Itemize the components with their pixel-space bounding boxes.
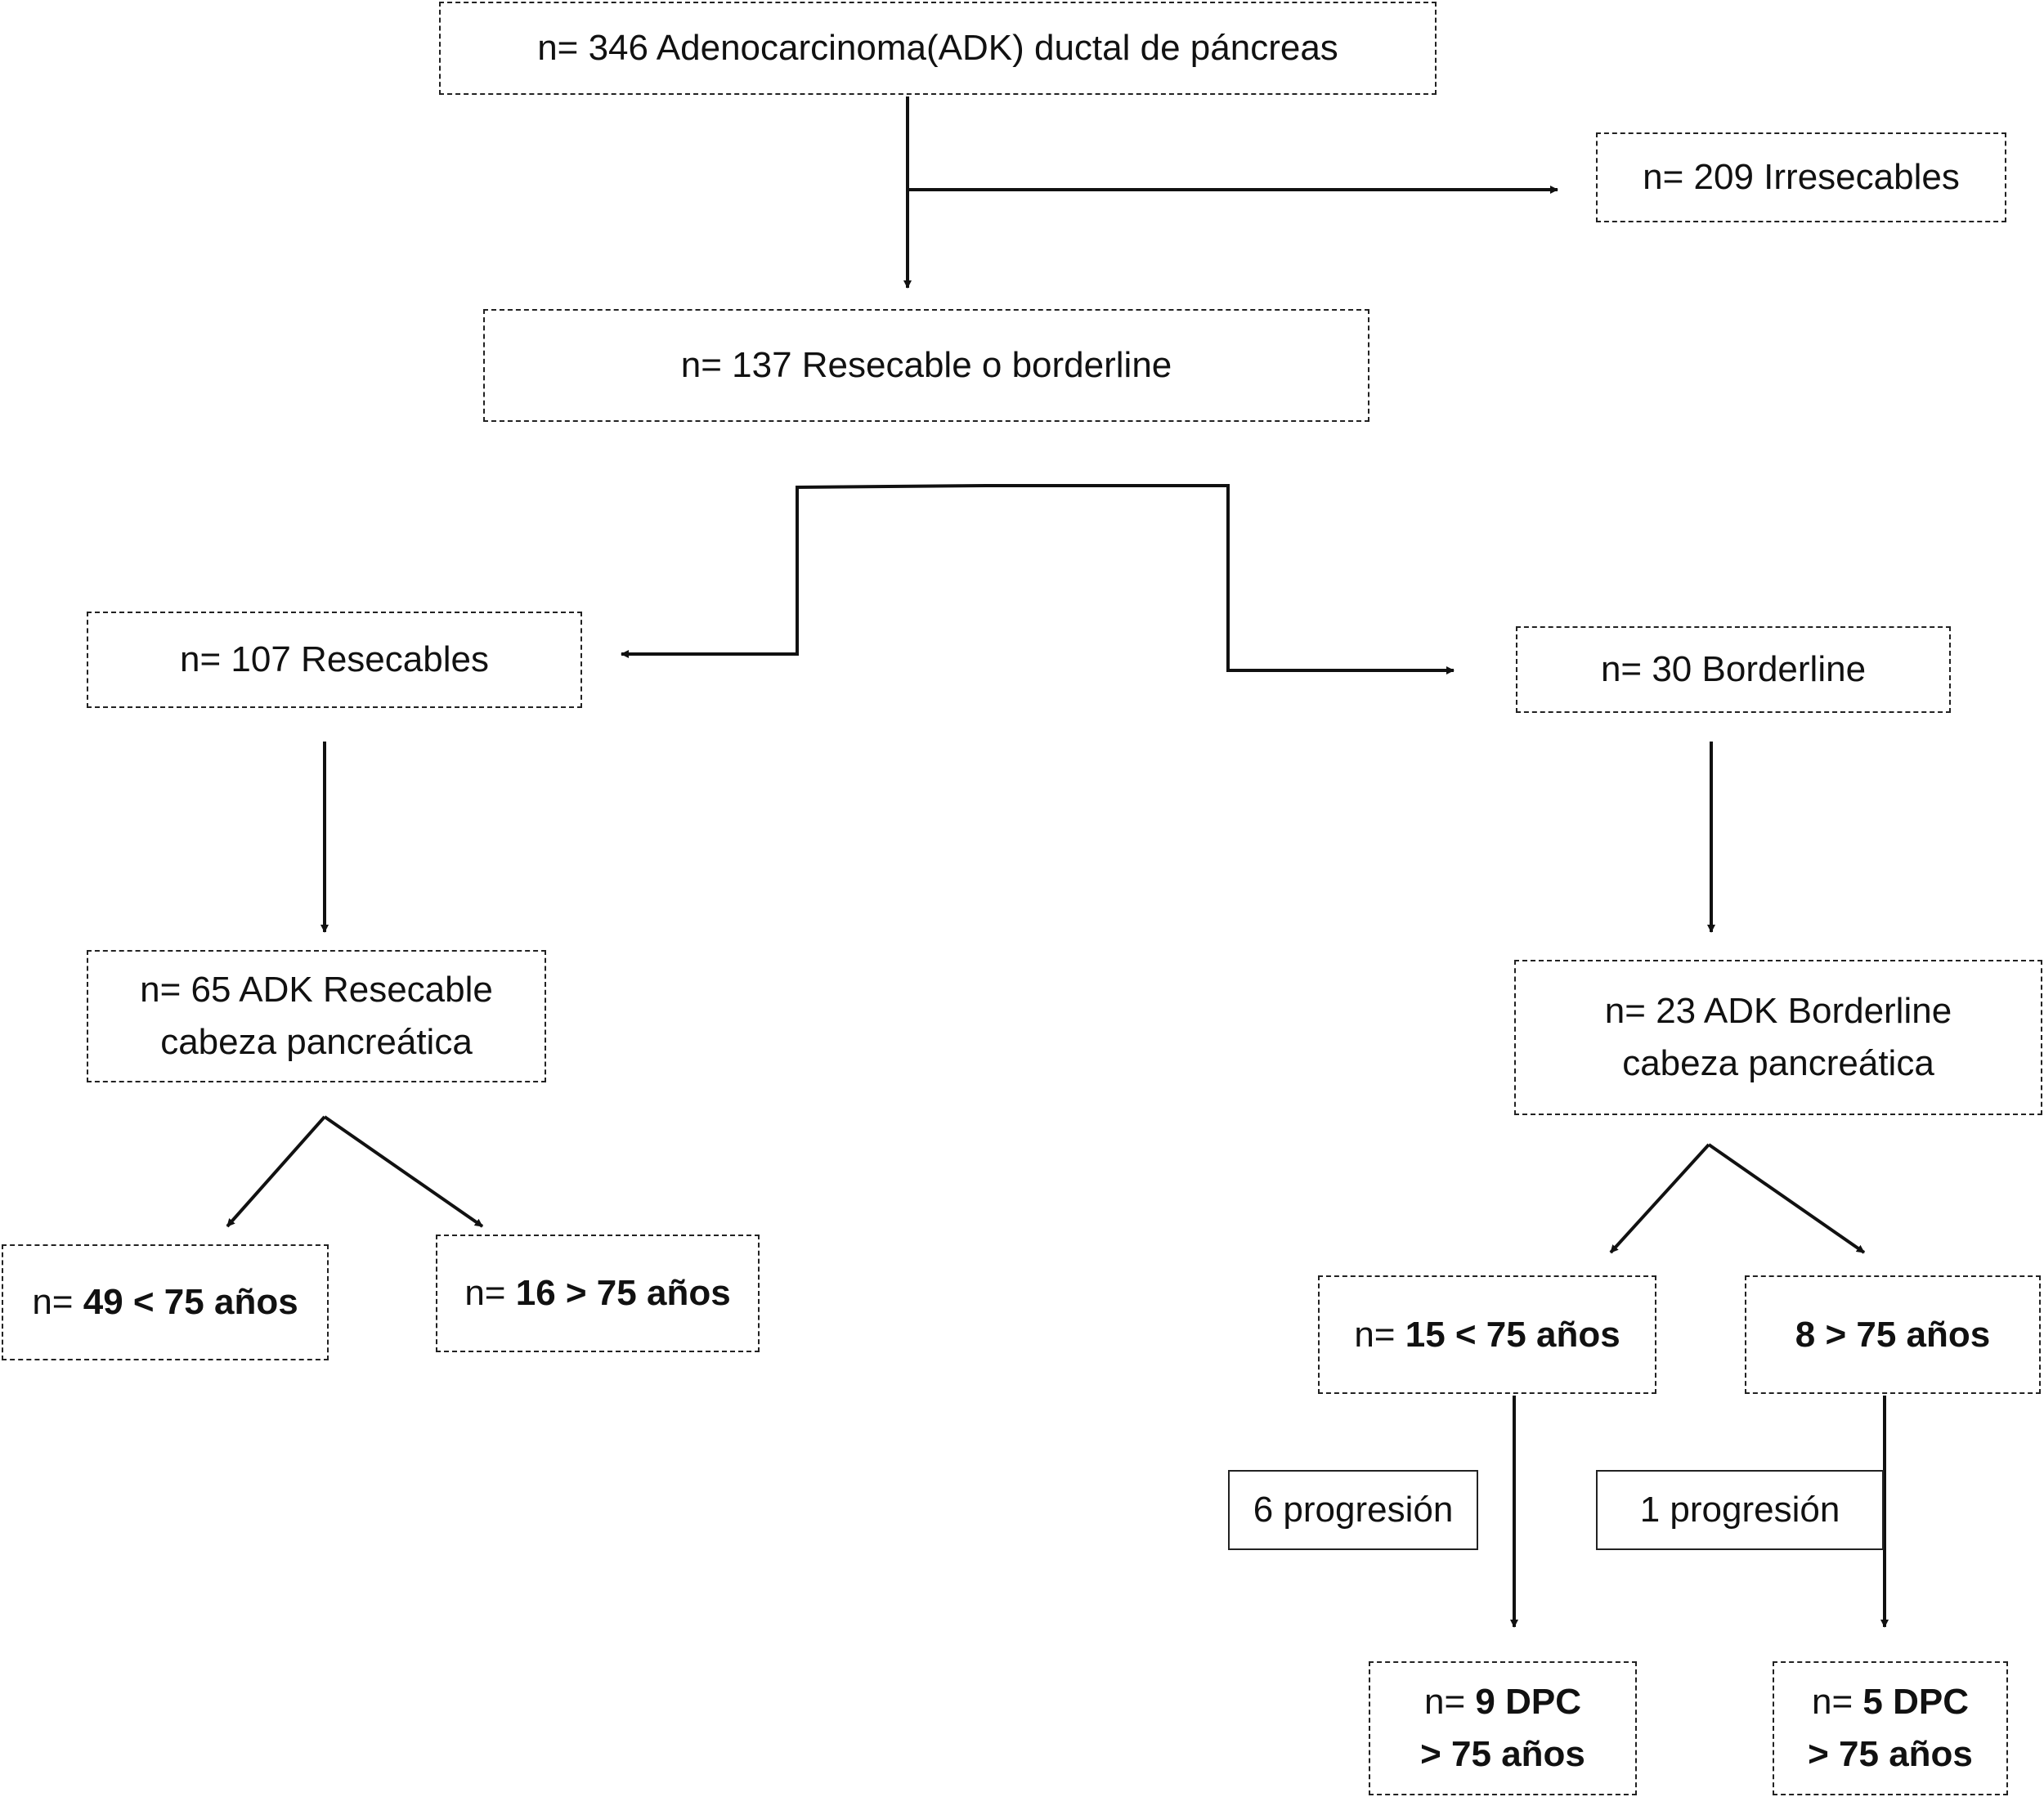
node-borderline: n= 30 Borderline xyxy=(1516,626,1951,713)
node-label-line1: n= 5 DPC xyxy=(1812,1676,1969,1728)
node-label-line2: > 75 años xyxy=(1808,1734,1973,1774)
node-label-bold: 15 < 75 años xyxy=(1405,1314,1620,1355)
node-label: n= 346 Adenocarcinoma(ADK) ductal de pán… xyxy=(537,28,1338,68)
node-label: n= 209 Irresecables xyxy=(1643,157,1960,197)
node-irresecables: n= 209 Irresecables xyxy=(1596,132,2006,222)
node-dpc-5: n= 5 DPC > 75 años xyxy=(1773,1661,2008,1795)
connector-split-right xyxy=(985,484,1455,674)
node-label-prefix: n= xyxy=(32,1282,83,1322)
node-resecable-o-borderline: n= 137 Resecable o borderline xyxy=(483,309,1369,422)
node-label-prefix: n= xyxy=(1354,1314,1405,1355)
note-1-progresion: 1 progresión xyxy=(1596,1470,1884,1550)
node-label-bold: 5 DPC xyxy=(1862,1682,1969,1722)
node-label: n= 137 Resecable o borderline xyxy=(680,345,1172,385)
node-resecables: n= 107 Resecables xyxy=(87,612,582,708)
note-label: 1 progresión xyxy=(1639,1490,1840,1530)
arrow-adk-res-to-under75 xyxy=(226,1115,326,1228)
node-resecable-under-75: n= 49 < 75 años xyxy=(2,1244,329,1360)
node-label-prefix: n= xyxy=(1424,1682,1476,1722)
node-borderline-over-75: 8 > 75 años xyxy=(1745,1275,2041,1394)
note-label: 6 progresión xyxy=(1253,1490,1454,1530)
note-6-progresion: 6 progresión xyxy=(1228,1470,1478,1550)
node-label-line1: n= 65 ADK Resecable xyxy=(140,970,493,1010)
node-resecable-over-75: n= 16 > 75 años xyxy=(436,1235,760,1352)
node-label-line1: n= 9 DPC xyxy=(1424,1676,1581,1728)
node-label-line1: n= 23 ADK Borderline xyxy=(1604,991,1952,1031)
arrow-adk-bord-to-over75 xyxy=(1707,1143,1866,1254)
node-label: n= 30 Borderline xyxy=(1600,649,1867,689)
node-total-adenocarcinoma: n= 346 Adenocarcinoma(ADK) ductal de pán… xyxy=(439,2,1437,95)
node-label-line2: > 75 años xyxy=(1420,1734,1585,1774)
node-label-line2: cabeza pancreática xyxy=(1622,1043,1934,1083)
node-label: n= 15 < 75 años xyxy=(1354,1309,1620,1361)
node-dpc-9: n= 9 DPC > 75 años xyxy=(1369,1661,1637,1795)
node-label: n= 49 < 75 años xyxy=(32,1276,298,1329)
node-label-bold: 8 > 75 años xyxy=(1795,1314,1991,1355)
node-label-bold: 16 > 75 años xyxy=(515,1273,731,1313)
node-label-line2: cabeza pancreática xyxy=(160,1022,473,1062)
node-label-bold: 49 < 75 años xyxy=(83,1282,298,1322)
node-adk-resecable-cabeza: n= 65 ADK Resecable cabeza pancreática xyxy=(87,950,546,1082)
node-borderline-under-75: n= 15 < 75 años xyxy=(1318,1275,1656,1394)
node-label: n= 107 Resecables xyxy=(180,639,489,679)
arrow-adk-res-to-over75 xyxy=(323,1115,484,1228)
connector-split-top xyxy=(621,484,986,658)
node-label-bold: 9 DPC xyxy=(1475,1682,1581,1722)
node-label-prefix: n= xyxy=(464,1273,516,1313)
node-adk-borderline-cabeza: n= 23 ADK Borderline cabeza pancreática xyxy=(1514,960,2042,1115)
node-label: n= 16 > 75 años xyxy=(464,1267,730,1320)
node-label: 8 > 75 años xyxy=(1795,1309,1990,1361)
arrow-adk-bord-to-under75 xyxy=(1609,1143,1710,1254)
node-label-prefix: n= xyxy=(1812,1682,1863,1722)
